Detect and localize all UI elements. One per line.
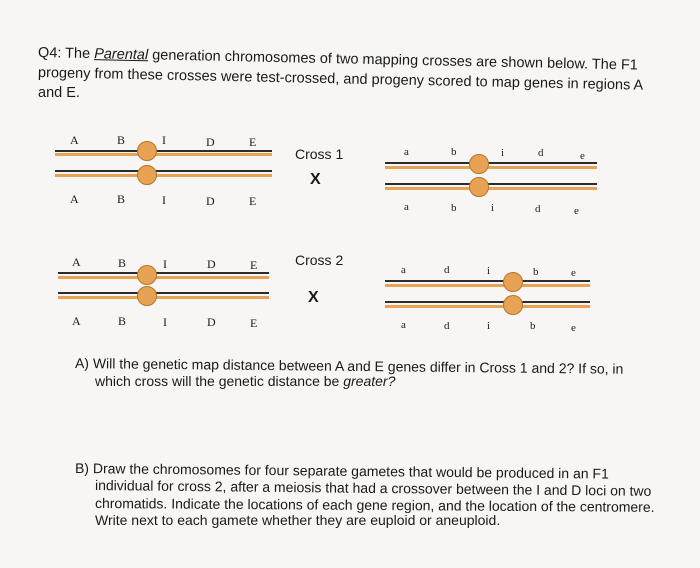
gene-label: B	[117, 133, 126, 147]
cross1-x: X	[310, 171, 321, 188]
gene-label: e	[580, 150, 585, 162]
gene-label: A	[72, 314, 81, 328]
chromosome-bottom	[385, 301, 590, 303]
chromosome-top	[58, 272, 269, 274]
gene-label: a	[404, 146, 409, 158]
chromosome-bottom-shade	[55, 174, 272, 177]
gene-label: d	[444, 264, 450, 276]
centromere	[503, 272, 523, 292]
chromosome-bottom	[58, 292, 269, 294]
gene-label: i	[491, 202, 495, 214]
chromosome-bottom	[55, 170, 272, 172]
chromosome-bottom	[385, 183, 597, 185]
question-a-line-2: which cross will the genetic distance be…	[95, 373, 395, 390]
question-a-line-2-text: which cross will the genetic distance be	[95, 373, 344, 389]
gene-label: B	[117, 192, 126, 206]
chromosome-bottom-shade	[58, 296, 269, 299]
cross1-label: Cross 1	[295, 146, 344, 162]
chromosome-top	[385, 162, 597, 164]
gene-label: A	[70, 192, 79, 206]
chromosome-top-shade	[385, 284, 590, 287]
gene-label: E	[249, 194, 257, 208]
question-b-line-4: Write next to each gamete whether they a…	[95, 512, 501, 528]
gene-label: I	[163, 315, 167, 329]
gene-label: A	[70, 133, 79, 147]
gene-label: i	[501, 147, 505, 159]
centromere	[137, 265, 157, 285]
centromere	[469, 154, 489, 174]
cross2-x: X	[308, 289, 319, 306]
chromosome-top	[55, 150, 272, 152]
gene-label: a	[404, 201, 409, 213]
gene-label: i	[487, 320, 491, 332]
gene-label: d	[538, 147, 544, 159]
gene-label: D	[206, 135, 215, 149]
gene-label: e	[571, 267, 576, 279]
gene-label: e	[574, 205, 579, 217]
gene-label: I	[163, 257, 167, 271]
gene-label: A	[72, 255, 81, 269]
gene-label: b	[451, 202, 457, 214]
chromosome-bottom-shade	[385, 305, 590, 308]
gene-label: b	[451, 146, 457, 158]
centromere	[469, 177, 489, 197]
centromere	[137, 165, 157, 185]
gene-label: I	[162, 133, 166, 147]
gene-label: i	[487, 265, 491, 277]
gene-label: E	[249, 135, 257, 149]
chromosome-bottom-shade	[385, 187, 597, 190]
chromosome-top-shade	[58, 276, 269, 279]
gene-label: d	[444, 320, 450, 332]
gene-label: I	[162, 193, 166, 207]
gene-label: b	[533, 266, 539, 278]
gene-label: B	[118, 256, 127, 270]
gene-label: D	[206, 194, 215, 208]
centromere	[503, 295, 523, 315]
centromere	[137, 286, 157, 306]
question-number: Q4: The	[37, 45, 91, 63]
question-a-emphasis: greater?	[343, 373, 396, 389]
gene-label: d	[535, 203, 541, 215]
chromosome-top-shade	[385, 166, 597, 169]
centromere	[137, 141, 157, 161]
cross2-label: Cross 2	[295, 252, 344, 268]
chromosome-top	[385, 280, 590, 282]
parental-word: Parental	[93, 46, 149, 64]
gene-label: E	[250, 258, 258, 272]
gene-label: D	[207, 315, 216, 329]
gene-label: a	[401, 319, 406, 331]
gene-label: E	[250, 316, 258, 330]
gene-label: a	[401, 264, 406, 276]
header-line-3: and E.	[38, 85, 80, 101]
gene-label: B	[118, 314, 127, 328]
chromosome-top-shade	[55, 153, 272, 156]
gene-label: D	[207, 257, 216, 271]
gene-label: e	[571, 322, 576, 334]
gene-label: b	[530, 320, 536, 332]
